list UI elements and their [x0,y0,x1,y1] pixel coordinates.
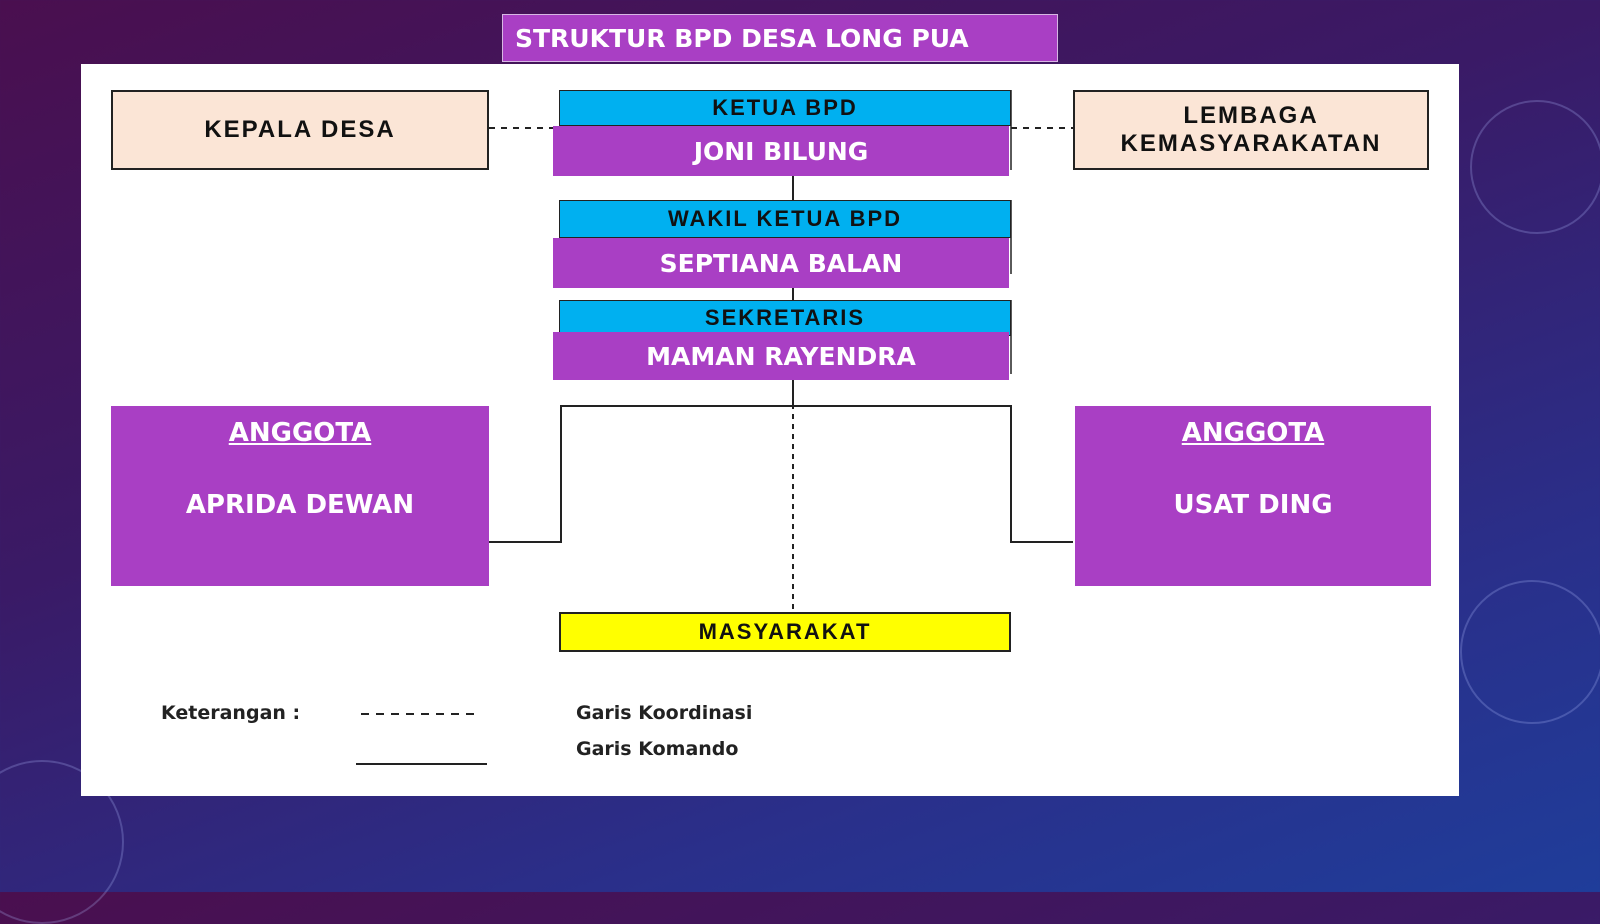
lembaga-label-line1: LEMBAGA [1183,102,1319,129]
wakil-name-box: SEPTIANA BALAN [553,238,1009,288]
legend-solid-label: Garis Komando [576,738,739,760]
sekretaris-name: MAMAN RAYENDRA [646,341,916,371]
sekretaris-role-box: SEKRETARIS [559,300,1011,336]
slide-title: STRUKTUR BPD DESA LONG PUA [502,14,1058,62]
anggota-right-role: ANGGOTA [1181,418,1325,448]
org-chart-panel: KEPALA DESA LEMBAGA KEMASYARAKATAN KETUA… [81,64,1459,796]
lembaga-kemasyarakatan-box: LEMBAGA KEMASYARAKATAN [1073,90,1429,170]
ketua-role-label: KETUA BPD [712,95,858,120]
decorative-ring [1460,580,1600,724]
sekretaris-role-label: SEKRETARIS [704,305,866,330]
connector-lines [356,90,1073,765]
anggota-right-box: ANGGOTA USAT DING [1075,406,1431,586]
sekretaris-name-box: MAMAN RAYENDRA [553,332,1009,380]
masyarakat-label: MASYARAKAT [698,619,872,644]
legend-dashed-label: Garis Koordinasi [576,702,753,724]
ketua-role-box: KETUA BPD [559,90,1011,126]
wakil-role-label: WAKIL KETUA BPD [667,206,903,231]
anggota-left-box: ANGGOTA APRIDA DEWAN [111,406,489,586]
wakil-name: SEPTIANA BALAN [659,248,903,278]
ketua-name: JONI BILUNG [693,136,869,166]
kepala-desa-label: KEPALA DESA [204,116,396,143]
solid-line-anggota-bracket [489,405,1073,543]
kepala-desa-box: KEPALA DESA [111,90,489,170]
anggota-left-role: ANGGOTA [228,418,372,448]
anggota-left-name: APRIDA DEWAN [185,490,415,520]
masyarakat-box: MASYARAKAT [559,612,1011,652]
decorative-ring [1470,100,1600,234]
anggota-right-name: USAT DING [1173,490,1333,520]
lembaga-label-line2: KEMASYARAKATAN [1120,130,1382,157]
ketua-name-box: JONI BILUNG [553,126,1009,176]
legend-title: Keterangan : [161,702,301,724]
wakil-role-box: WAKIL KETUA BPD [559,200,1011,238]
